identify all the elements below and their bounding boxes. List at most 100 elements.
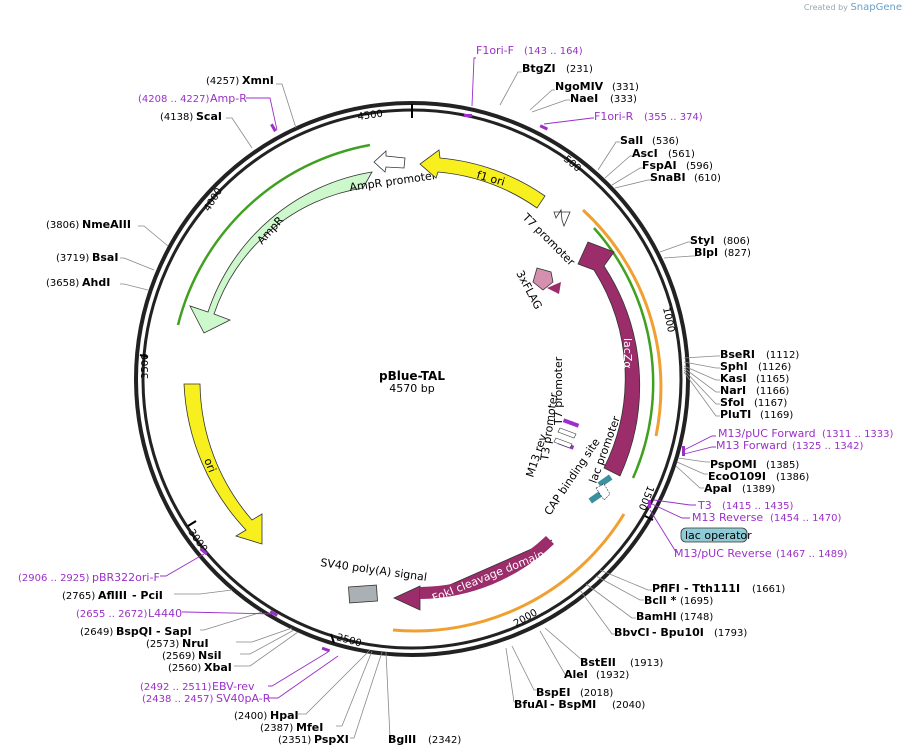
enzyme-nrui: NruI xyxy=(182,637,209,650)
enzyme-ahdi-pos: (3658) xyxy=(46,278,79,289)
feature-ori xyxy=(183,383,263,545)
label-ori: ori xyxy=(201,456,218,474)
enzyme-pspomi-pos: (1385) xyxy=(766,460,799,471)
enzyme-asci: AscI xyxy=(632,147,658,160)
feature-flag-small xyxy=(547,282,561,294)
enzyme-scai-pos: (4138) xyxy=(160,112,193,123)
enzyme-xmni: XmnI xyxy=(242,74,274,87)
orf-arc-orange-top xyxy=(581,208,663,437)
primer-f1ori-f: F1ori-F xyxy=(476,44,514,57)
enzyme-alei-pos: (1932) xyxy=(596,670,629,681)
enzyme-blpi: BlpI xyxy=(694,246,718,259)
primer-m13-forward: M13 Forward xyxy=(716,439,787,452)
primer-m13-reverse: M13 Reverse xyxy=(692,511,763,524)
enzyme-bseri-pos: (1112) xyxy=(766,350,799,361)
enzyme-pspomi: PspOMI xyxy=(710,458,757,471)
enzyme-mfei-pos: (2387) xyxy=(260,723,293,734)
enzyme-naei-pos: (333) xyxy=(610,94,637,105)
enzyme-afliii-pos: (2765) xyxy=(62,591,95,602)
enzyme-scai: ScaI xyxy=(196,110,222,123)
feature-ampr xyxy=(189,171,373,334)
enzyme-bglii-pos: (2342) xyxy=(428,735,461,746)
primer-m13-puc-reverse-range: (1467 .. 1489) xyxy=(776,549,848,560)
primer-pbr322ori-f-range: (2906 .. 2925) xyxy=(18,573,90,584)
enzyme-bcli-pos: (1695) xyxy=(680,596,713,607)
enzyme-fspai-pos: (596) xyxy=(686,161,713,172)
primer-m13-puc-reverse: M13/pUC Reverse xyxy=(674,547,772,560)
enzyme-bspqi-pos: (2649) xyxy=(80,627,113,638)
enzyme-xbai-pos: (2560) xyxy=(168,663,201,674)
credit-brand: SnapGene xyxy=(850,2,902,13)
primer-marks xyxy=(199,114,685,653)
snapgene-credit: Created by SnapGene xyxy=(804,2,902,13)
enzyme-sali-pos: (536) xyxy=(652,136,679,147)
tick-1500: 1500 xyxy=(636,484,656,512)
enzyme-bamhi: BamHI xyxy=(636,610,677,623)
label-t7-promoter-mid: T7 promoter xyxy=(552,356,565,426)
enzyme-bsteii: BstEII xyxy=(580,656,616,669)
primer-amp-r: Amp-R xyxy=(210,92,247,105)
enzyme-styi: StyI xyxy=(690,234,714,247)
enzyme-xbai: XbaI xyxy=(204,661,232,674)
primer-ebv-rev-range: (2492 .. 2511) xyxy=(140,682,212,693)
enzyme-apai-pos: (1389) xyxy=(742,484,775,495)
tick-3500: 3500 xyxy=(140,354,151,379)
enzyme-pluti-pos: (1169) xyxy=(760,410,793,421)
enzyme-sphi: SphI xyxy=(720,360,748,373)
enzyme-kasi: KasI xyxy=(720,372,747,385)
enzyme-bcli: BclI * xyxy=(644,594,677,607)
enzyme-bspei-pos: (2018) xyxy=(580,688,613,699)
feature-lac-promoter-arrow xyxy=(595,483,611,501)
feature-foki-body xyxy=(420,536,554,599)
enzyme-bamhi-pos: (1748) xyxy=(680,612,713,623)
feature-t7-promoter-top xyxy=(553,208,571,228)
feature-cap-1 xyxy=(597,474,613,488)
enzyme-bsai-pos: (3719) xyxy=(56,253,89,264)
enzyme-nmeaiii: NmeAIII xyxy=(82,218,131,231)
primer-ebv-rev: EBV-rev xyxy=(212,680,255,693)
enzyme-bsteii-pos: (1913) xyxy=(630,658,663,669)
enzyme-ngomiv: NgoMIV xyxy=(555,80,604,93)
enzyme-nsii-pos: (2569) xyxy=(162,651,195,662)
enzyme-leaders-left xyxy=(120,83,392,739)
enzyme-afliii: AflIII xyxy=(98,589,127,602)
tick-4500: 4500 xyxy=(357,109,384,123)
enzyme-bfuai-pos: (2040) xyxy=(612,700,645,711)
enzyme-bseri: BseRI xyxy=(720,348,755,361)
primer-pbr322ori-f: pBR322ori-F xyxy=(92,571,160,584)
enzyme-kasi-pos: (1165) xyxy=(756,374,789,385)
feature-t7-mini xyxy=(562,418,580,428)
enzyme-leaders-right xyxy=(499,71,720,703)
label-sv40: SV40 poly(A) signal xyxy=(320,556,428,584)
enzyme-bbvci-alt: - Bpu10I xyxy=(652,626,704,639)
enzyme-fspai: FspAI xyxy=(642,159,677,172)
primer-m13-reverse-range: (1454 .. 1470) xyxy=(770,513,842,524)
enzyme-ecoo109i: EcoO109I xyxy=(708,470,766,483)
primer-sv40pa-r-range: (2438 .. 2457) xyxy=(142,694,214,705)
enzyme-pflfi: PflFI xyxy=(652,582,680,595)
enzyme-styi-pos: (806) xyxy=(723,236,750,247)
enzyme-ecoo109i-pos: (1386) xyxy=(776,472,809,483)
enzyme-sali: SalI xyxy=(620,134,643,147)
enzyme-pluti: PluTI xyxy=(720,408,751,421)
enzyme-snabi: SnaBI xyxy=(650,171,686,184)
primer-t3: T3 xyxy=(697,499,712,512)
primer-leaders xyxy=(160,57,716,699)
enzyme-nmeaiii-pos: (3806) xyxy=(46,220,79,231)
enzyme-btgzi-pos: (231) xyxy=(566,64,593,75)
enzyme-naei: NaeI xyxy=(570,92,598,105)
primer-l4440: L4440 xyxy=(148,607,182,620)
enzyme-pspxi: PspXI xyxy=(314,733,349,746)
orf-arc-green-left xyxy=(176,143,371,326)
enzyme-asci-pos: (561) xyxy=(668,149,695,160)
primer-l4440-range: (2655 .. 2672) xyxy=(76,609,148,620)
enzyme-sphi-pos: (1126) xyxy=(758,362,791,373)
enzyme-bbvci: BbvCI xyxy=(614,626,650,639)
primer-f1ori-r: F1ori-R xyxy=(594,110,634,123)
enzyme-bspqi: BspQI xyxy=(116,625,152,638)
plasmid-size: 4570 bp xyxy=(389,382,434,395)
enzyme-sfoi-pos: (1167) xyxy=(754,398,787,409)
label-lacza: lacZα xyxy=(621,338,634,369)
enzyme-bspqi-alt: - SapI xyxy=(156,625,192,638)
enzyme-alei: AleI xyxy=(564,668,588,681)
